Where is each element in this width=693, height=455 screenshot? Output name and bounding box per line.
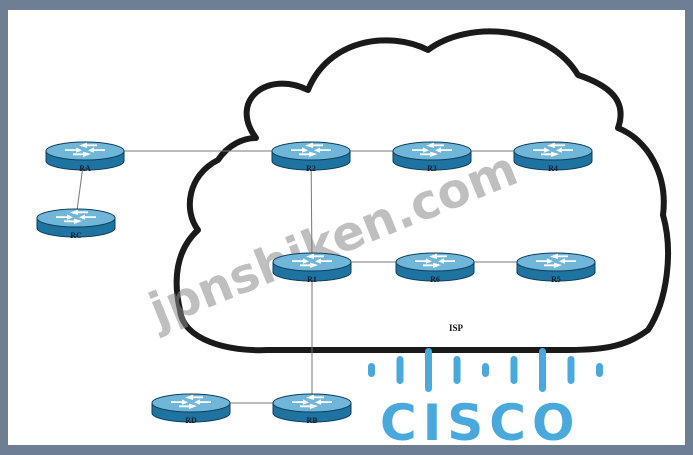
router-label: RB [306,416,318,425]
router-label: R2 [306,164,316,173]
router-ra[interactable]: RA [45,141,125,173]
cisco-bar [425,348,432,392]
router-r6[interactable]: R6 [395,252,475,284]
router-label: R1 [307,275,317,284]
cisco-bar [539,348,546,392]
router-label: RC [70,231,82,240]
router-label: R5 [551,275,561,284]
router-label: R6 [430,275,440,284]
router-label: RD [185,416,197,425]
router-r3[interactable]: R3 [392,141,472,173]
cisco-logo-word: CISCO [380,394,581,445]
cisco-bar [510,356,518,384]
cisco-bar [482,363,489,377]
router-rb[interactable]: RB [272,393,352,425]
router-rc[interactable]: RC [36,208,116,240]
cisco-bar [396,356,404,384]
cisco-bar [368,363,375,377]
router-r4[interactable]: R4 [513,141,593,173]
cisco-bar [596,363,603,377]
isp-label: ISP [449,323,464,333]
router-r5[interactable]: R5 [516,252,596,284]
router-label: R3 [427,164,437,173]
cisco-logo-bars [368,348,603,392]
router-rd[interactable]: RD [151,393,231,425]
cisco-bar [567,356,575,384]
router-r2[interactable]: R2 [271,141,351,173]
cisco-logo: CISCO [368,348,603,445]
router-r1[interactable]: R1 [272,252,352,284]
cisco-bar [453,356,461,384]
router-label: R4 [548,164,558,173]
router-label: RA [79,164,91,173]
